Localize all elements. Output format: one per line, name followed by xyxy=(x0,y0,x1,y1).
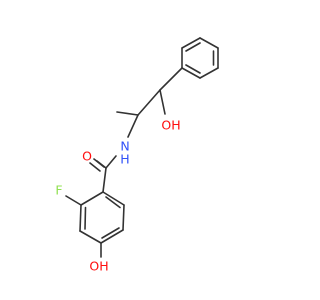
bond xyxy=(181,67,201,79)
bond xyxy=(159,89,166,115)
side-chain xyxy=(116,67,183,138)
hydroxyl-label-ring: OH xyxy=(89,259,108,274)
amide-group xyxy=(89,155,117,193)
bond xyxy=(79,204,82,232)
bond xyxy=(102,167,107,193)
bond xyxy=(199,37,219,49)
bond xyxy=(137,89,161,116)
fluorine-label: F xyxy=(55,183,62,198)
carbonyl-double-bond xyxy=(93,158,105,168)
aromatic-bond xyxy=(185,42,201,52)
bond xyxy=(199,67,219,79)
hydroxyl-label-chain: OH xyxy=(161,118,180,133)
bond xyxy=(181,37,201,49)
aromatic-bond xyxy=(105,196,121,209)
carbonyl-oxygen-label: O xyxy=(82,149,92,164)
bond xyxy=(159,67,183,91)
amide-nitrogen-label: N xyxy=(120,139,129,154)
carbonyl-double-bond xyxy=(89,162,101,172)
bond xyxy=(105,155,117,169)
molecule-diagram: F O N H OH OH xyxy=(55,37,219,274)
bond xyxy=(65,195,82,206)
bond xyxy=(100,229,124,244)
bond xyxy=(80,191,104,206)
bond xyxy=(127,114,139,138)
amide-hydrogen-label: H xyxy=(120,152,129,167)
bond xyxy=(122,204,125,231)
aromatic-bond xyxy=(185,64,201,74)
structure-canvas: F O N H OH OH xyxy=(55,37,219,274)
fluorophenol-ring xyxy=(65,191,125,258)
bond xyxy=(102,191,125,206)
bond xyxy=(116,111,139,116)
phenyl-ring xyxy=(181,37,219,79)
bond xyxy=(79,230,102,244)
aromatic-bond xyxy=(84,206,87,230)
aromatic-bond xyxy=(101,227,120,239)
